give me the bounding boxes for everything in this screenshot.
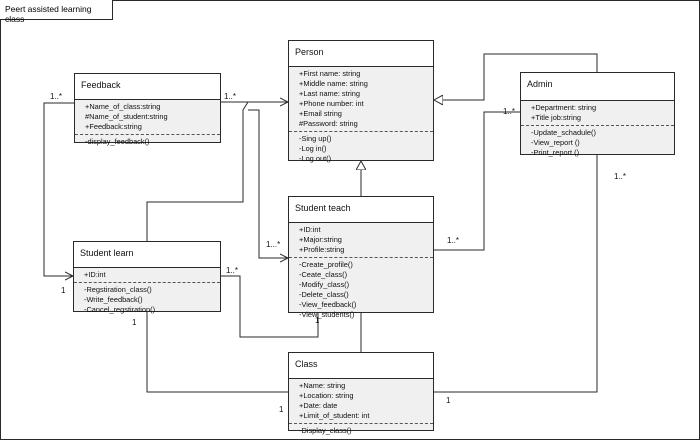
class-class-operations: -Display_class() bbox=[289, 423, 433, 438]
class-admin-name: Admin bbox=[521, 73, 674, 101]
multiplicity-admin-left: 1..* bbox=[503, 107, 516, 116]
class-student-learn[interactable]: Student learn +ID:int -Regstiration_clas… bbox=[73, 241, 221, 314]
class-feedback[interactable]: Feedback +Name_of_class:string #Name_of_… bbox=[74, 73, 221, 146]
attribute: +ID:int bbox=[299, 225, 321, 234]
operation: -Regstiration_class() bbox=[84, 285, 152, 294]
attribute: #Name_of_student:string bbox=[85, 112, 168, 121]
operation: -Cancel_regstiration() bbox=[84, 305, 156, 314]
attribute: +Middle name: string bbox=[299, 79, 368, 88]
class-student-learn-name: Student learn bbox=[74, 242, 220, 268]
class-student-teach[interactable]: Student teach +ID:int +Major:string +Pro… bbox=[288, 196, 434, 319]
multiplicity-feedback-right: 1..* bbox=[224, 92, 237, 101]
operation: -Sing up() bbox=[299, 134, 332, 143]
class-admin[interactable]: Admin +Department: string +Title job:str… bbox=[520, 72, 675, 157]
operation: -Modify_class() bbox=[299, 280, 350, 289]
edge-studentlearn-studentteach bbox=[221, 275, 319, 338]
multiplicity-studentteach-left: 1...* bbox=[266, 240, 281, 249]
class-person-name: Person bbox=[289, 41, 433, 67]
attribute: +Title job:string bbox=[531, 113, 582, 122]
multiplicity-studentlearn-bottom: 1 bbox=[132, 318, 137, 327]
edge-admin-person bbox=[434, 53, 598, 100]
class-person-attributes: +First name: string +Middle name: string… bbox=[289, 67, 433, 131]
attribute: #Password: string bbox=[299, 119, 358, 128]
class-admin-operations: -Update_schadule() -View_report () -Prin… bbox=[521, 125, 674, 160]
operation: -display_feedback() bbox=[85, 137, 150, 146]
operation: -Log in() bbox=[299, 144, 327, 153]
operation: -Ceate_class() bbox=[299, 270, 348, 279]
attribute: +Last name: string bbox=[299, 89, 361, 98]
class-student-teach-attributes: +ID:int +Major:string +Profile:string bbox=[289, 223, 433, 257]
class-feedback-attributes: +Name_of_class:string #Name_of_student:s… bbox=[75, 100, 220, 134]
attribute: +Location: string bbox=[299, 391, 354, 400]
edge-studentteach-left bbox=[248, 109, 288, 258]
edge-studentlearn-class bbox=[146, 312, 288, 393]
attribute: +ID:int bbox=[84, 270, 106, 279]
class-student-teach-name: Student teach bbox=[289, 197, 433, 223]
multiplicity-class-left: 1 bbox=[279, 405, 284, 414]
operation: -Display_class() bbox=[299, 426, 352, 435]
attribute: +Name_of_class:string bbox=[85, 102, 161, 111]
class-class-name: Class bbox=[289, 353, 433, 379]
attribute: +Limit_of_student: int bbox=[299, 411, 370, 420]
multiplicity-feedback-left: 1..* bbox=[50, 92, 63, 101]
operation: -Create_profile() bbox=[299, 260, 353, 269]
operation: -View_report () bbox=[531, 138, 580, 147]
attribute: +Name: string bbox=[299, 381, 346, 390]
operation: -View_students() bbox=[299, 310, 355, 319]
attribute: +Feedback:string bbox=[85, 122, 142, 131]
attribute: +Profile:string bbox=[299, 245, 345, 254]
edge-admin-studentteach bbox=[434, 111, 520, 251]
attribute: +Department: string bbox=[531, 103, 597, 112]
edge-feedback-studentlearn bbox=[43, 102, 74, 276]
multiplicity-studentlearn-left: 1 bbox=[61, 286, 66, 295]
class-student-learn-operations: -Regstiration_class() -Write_feedback() … bbox=[74, 282, 220, 317]
class-feedback-operations: -display_feedback() bbox=[75, 134, 220, 149]
multiplicity-studentteach-right: 1..* bbox=[447, 236, 460, 245]
class-person-operations: -Sing up() -Log in() -Log out() bbox=[289, 131, 433, 166]
class-student-teach-operations: -Create_profile() -Ceate_class() -Modify… bbox=[289, 257, 433, 322]
operation: -Update_schadule() bbox=[531, 128, 596, 137]
operation: -Log out() bbox=[299, 154, 332, 163]
multiplicity-admin-bottom: 1..* bbox=[614, 172, 627, 181]
class-student-learn-attributes: +ID:int bbox=[74, 268, 220, 282]
operation: -Delete_class() bbox=[299, 290, 349, 299]
attribute: +Email string bbox=[299, 109, 342, 118]
frame-title: Peert assisted learning class bbox=[0, 0, 113, 24]
attribute: +Major:string bbox=[299, 235, 342, 244]
attribute: +Phone number: int bbox=[299, 99, 364, 108]
operation: -Print_report () bbox=[531, 148, 580, 157]
multiplicity-class-right: 1 bbox=[446, 396, 451, 405]
class-class-attributes: +Name: string +Location: string +Date: d… bbox=[289, 379, 433, 423]
operation: -View_feedback() bbox=[299, 300, 357, 309]
class-feedback-name: Feedback bbox=[75, 74, 220, 100]
multiplicity-studentlearn-right: 1..* bbox=[226, 266, 239, 275]
attribute: +First name: string bbox=[299, 69, 361, 78]
multiplicity-studentteach-bottom: 1 bbox=[315, 316, 320, 325]
class-class[interactable]: Class +Name: string +Location: string +D… bbox=[288, 352, 434, 435]
edge-admin-class bbox=[434, 155, 598, 393]
operation: -Write_feedback() bbox=[84, 295, 143, 304]
attribute: +Date: date bbox=[299, 401, 338, 410]
class-admin-attributes: +Department: string +Title job:string bbox=[521, 101, 674, 125]
class-person[interactable]: Person +First name: string +Middle name:… bbox=[288, 40, 434, 163]
